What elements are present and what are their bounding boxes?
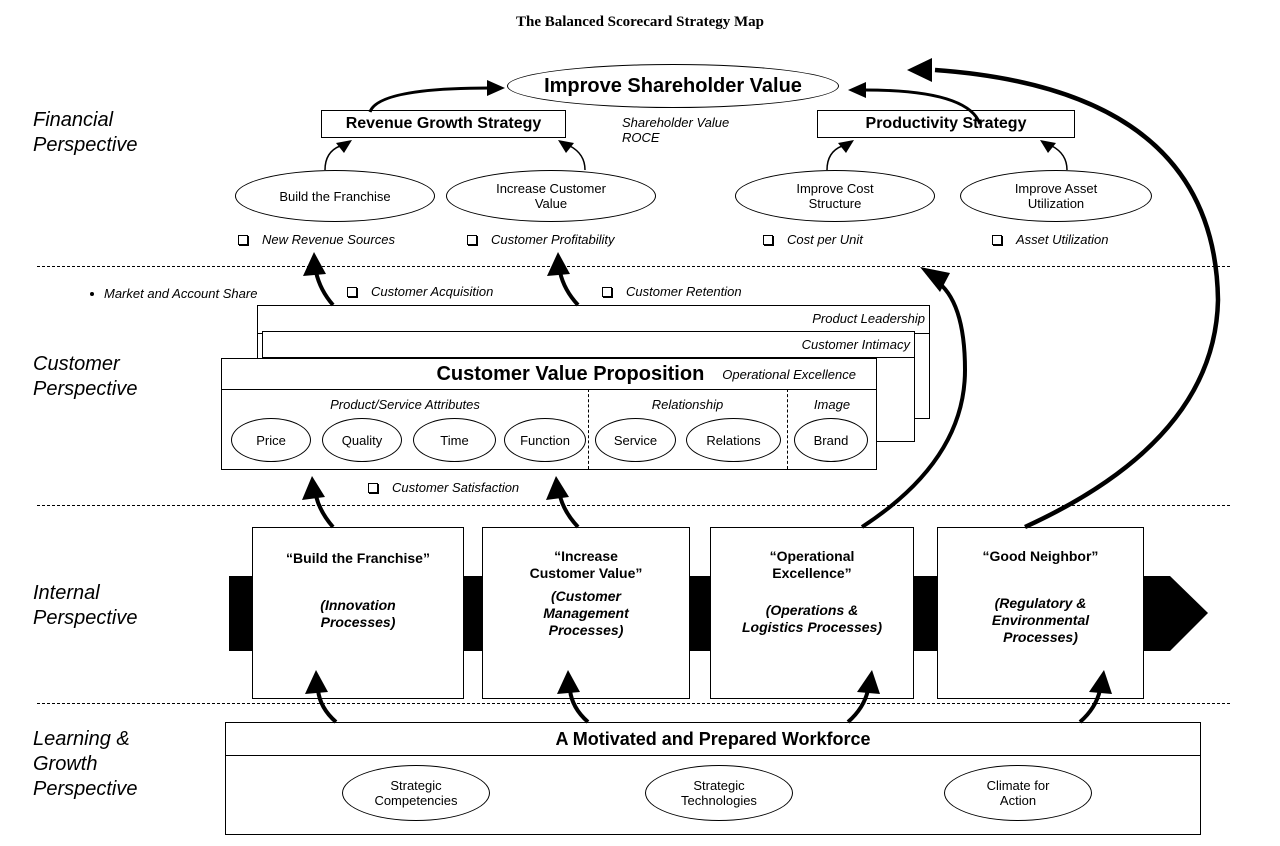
attribute-brand[interactable]: Brand <box>794 418 868 462</box>
attribute-relations[interactable]: Relations <box>686 418 781 462</box>
checkbox-icon <box>763 234 773 245</box>
checkbox-icon <box>992 234 1002 245</box>
arrow-revenue-to-shareholder <box>368 86 491 113</box>
process-build-the-franchise[interactable]: “Build the Franchise” (Innovation Proces… <box>252 527 464 699</box>
measure-cost-per-unit: Cost per Unit <box>763 232 863 247</box>
checkbox-icon <box>368 482 378 493</box>
group-label-relationship: Relationship <box>651 397 724 412</box>
group-label-image: Image <box>813 397 851 412</box>
measure-new-revenue-sources: New Revenue Sources <box>238 232 395 247</box>
arrow-customer-to-profitability <box>558 271 580 307</box>
arrowhead-icon <box>303 252 326 276</box>
measure-customer-satisfaction: Customer Satisfaction <box>368 480 519 495</box>
perspective-label-internal: Internal Perspective <box>33 582 138 629</box>
attribute-price[interactable]: Price <box>231 418 311 462</box>
arrowhead-icon <box>920 267 950 292</box>
checkbox-icon <box>238 234 248 245</box>
arrow-cost-structure-to-productivity <box>826 145 843 171</box>
group-label-product-service: Product/Service Attributes <box>330 397 480 412</box>
strategy-productivity[interactable]: Productivity Strategy <box>817 110 1075 138</box>
arrow-customer-to-new-revenue <box>314 271 335 307</box>
arrowhead-icon <box>838 140 854 153</box>
arrowhead-icon <box>907 58 932 82</box>
diagram-title: The Balanced Scorecard Strategy Map <box>515 14 765 30</box>
perspective-label-learning: Learning & Growth Perspective <box>33 728 138 800</box>
divider-financial-customer <box>37 266 1230 267</box>
arrow-franchise-to-customer <box>314 495 335 529</box>
arrow-customer-value-to-revenue <box>569 145 586 171</box>
shareholder-measures: Shareholder Value ROCE <box>622 115 730 145</box>
measure-customer-profitability: Customer Profitability <box>467 232 615 247</box>
checkbox-icon <box>602 286 612 297</box>
value-proposition-title: Customer Value Proposition <box>436 362 705 385</box>
perspective-label-financial: Financial Perspective <box>33 109 138 156</box>
attribute-function[interactable]: Function <box>504 418 586 462</box>
arrowhead-icon <box>546 476 569 500</box>
measure-customer-acquisition: Customer Acquisition <box>347 284 493 299</box>
arrow-good-neighbor-to-shareholder <box>934 67 1221 530</box>
strategy-revenue-growth[interactable]: Revenue Growth Strategy <box>321 110 566 138</box>
arrowhead-icon <box>558 140 574 153</box>
measure-asset-utilization: Asset Utilization <box>992 232 1108 247</box>
checkbox-icon <box>347 286 357 297</box>
bullet-icon <box>90 291 94 296</box>
process-good-neighbor[interactable]: “Good Neighbor” (Regulatory & Environmen… <box>937 527 1144 699</box>
process-operational-excellence[interactable]: “Operational Excellence” (Operations & L… <box>710 527 914 699</box>
process-increase-customer-value[interactable]: “Increase Customer Value” (Customer Mana… <box>482 527 690 699</box>
perspective-label-customer: Customer Perspective <box>33 353 138 400</box>
arrowhead-icon <box>336 140 352 153</box>
measure-customer-retention: Customer Retention <box>602 284 742 299</box>
attribute-service[interactable]: Service <box>595 418 676 462</box>
divider-customer-internal <box>37 505 1230 506</box>
arrowhead-icon <box>848 82 866 98</box>
checkbox-icon <box>467 234 477 245</box>
arrow-asset-util-to-productivity <box>1051 145 1068 171</box>
goal-improve-shareholder-value[interactable]: Improve Shareholder Value <box>507 64 839 108</box>
operational-excellence-label: Operational Excellence <box>722 366 856 382</box>
customer-value-proposition[interactable]: Customer Value Proposition Operational E… <box>221 358 877 470</box>
arrowhead-icon <box>547 252 570 276</box>
arrow-customer-value-to-customer <box>558 495 580 529</box>
arrow-build-franchise-to-revenue <box>324 145 341 171</box>
arrowhead-icon <box>487 80 505 96</box>
workforce-panel[interactable]: A Motivated and Prepared Workforce Strat… <box>225 722 1201 835</box>
attribute-time[interactable]: Time <box>413 418 496 462</box>
divider-internal-learning <box>37 703 1230 704</box>
arrowhead-icon <box>1040 140 1056 153</box>
objective-build-the-franchise[interactable]: Build the Franchise <box>235 170 435 222</box>
measure-market-and-account-share: Market and Account Share <box>90 286 257 301</box>
workforce-title: A Motivated and Prepared Workforce <box>226 723 1200 756</box>
arrowhead-icon <box>302 476 325 500</box>
attribute-quality[interactable]: Quality <box>322 418 402 462</box>
